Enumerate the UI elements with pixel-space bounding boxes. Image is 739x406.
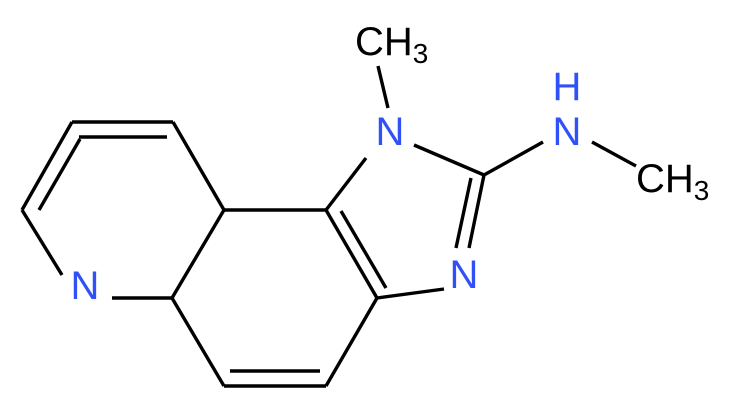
pyridine-ring-bonds (20, 120, 226, 300)
bond (170, 209, 226, 299)
bond (20, 209, 64, 276)
bond (37, 138, 82, 211)
atom-label-methyl-n1: CH3 (355, 20, 428, 69)
atom-label-n-pyridine: N (71, 264, 100, 308)
bond (376, 287, 445, 300)
bond (324, 297, 379, 387)
bond (20, 121, 74, 211)
atom-label-n3: N (450, 253, 479, 297)
bond (324, 156, 368, 212)
methyl-n1-main: CH (355, 20, 413, 64)
atom-label-n-amine: N (553, 110, 582, 154)
bond (339, 210, 388, 289)
atom-label-n1: N (376, 110, 405, 154)
benzene-ring-bonds (170, 208, 388, 388)
bond (454, 177, 473, 249)
bond (467, 174, 486, 249)
imidazole-ring-bonds (324, 143, 486, 300)
bond (483, 140, 544, 177)
bond (170, 297, 226, 387)
bond (324, 209, 379, 299)
bond (376, 65, 390, 109)
bond (171, 121, 226, 211)
substituent-bonds (376, 65, 637, 177)
atom-label-methyl-amine: CH3 (636, 157, 709, 206)
atom-label-h-amine: H (553, 65, 582, 109)
bond (413, 143, 485, 177)
methyl-n1-sub: 3 (413, 38, 429, 69)
methyl-amine-sub: 3 (694, 175, 710, 206)
methyl-amine-main: CH (636, 157, 694, 201)
bond (591, 140, 637, 168)
